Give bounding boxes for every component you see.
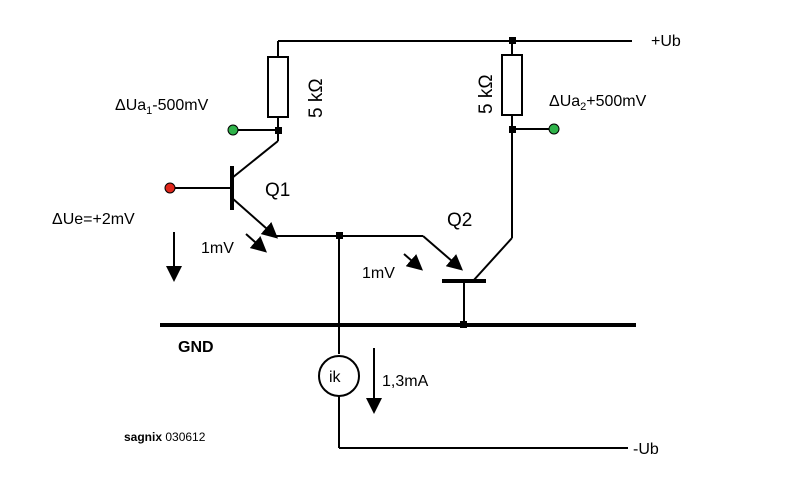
ground-label: GND (178, 339, 214, 356)
r1-label: 5 kΩ (306, 78, 327, 118)
resistor-r1 (267, 56, 289, 118)
resistor-r2 (501, 54, 523, 116)
q2-emitter (422, 235, 464, 271)
in-delta-label: ΔUe=+2mV (52, 211, 135, 228)
emitter-node (336, 232, 343, 239)
vbe1-label: 1mV (201, 240, 234, 257)
tail-current-label: 1,3mA (382, 373, 429, 390)
vbe2-arrow (403, 253, 424, 271)
q2-collector (472, 237, 513, 282)
output1-node (227, 124, 239, 136)
q1-label: Q1 (265, 180, 290, 201)
supply-pos-label: +Ub (651, 33, 681, 50)
input-node (164, 182, 176, 194)
collector1-node (275, 127, 282, 134)
current-source-label: ik (329, 369, 342, 386)
q1-emitter (231, 197, 278, 239)
out1-delta-label: ΔUa1-500mV (115, 97, 209, 117)
supply-neg-label: -Ub (633, 441, 659, 458)
vbe1-arrow (245, 233, 267, 253)
author-label: sagnix 030612 (124, 430, 206, 444)
q2-label: Q2 (447, 210, 472, 231)
q1-collector (231, 140, 279, 179)
output2-node (548, 123, 560, 135)
out2-delta-label: ΔUa2+500mV (549, 93, 647, 113)
vbe2-label: 1mV (362, 265, 395, 282)
r2-label: 5 kΩ (476, 74, 497, 114)
rail-node (509, 37, 516, 44)
